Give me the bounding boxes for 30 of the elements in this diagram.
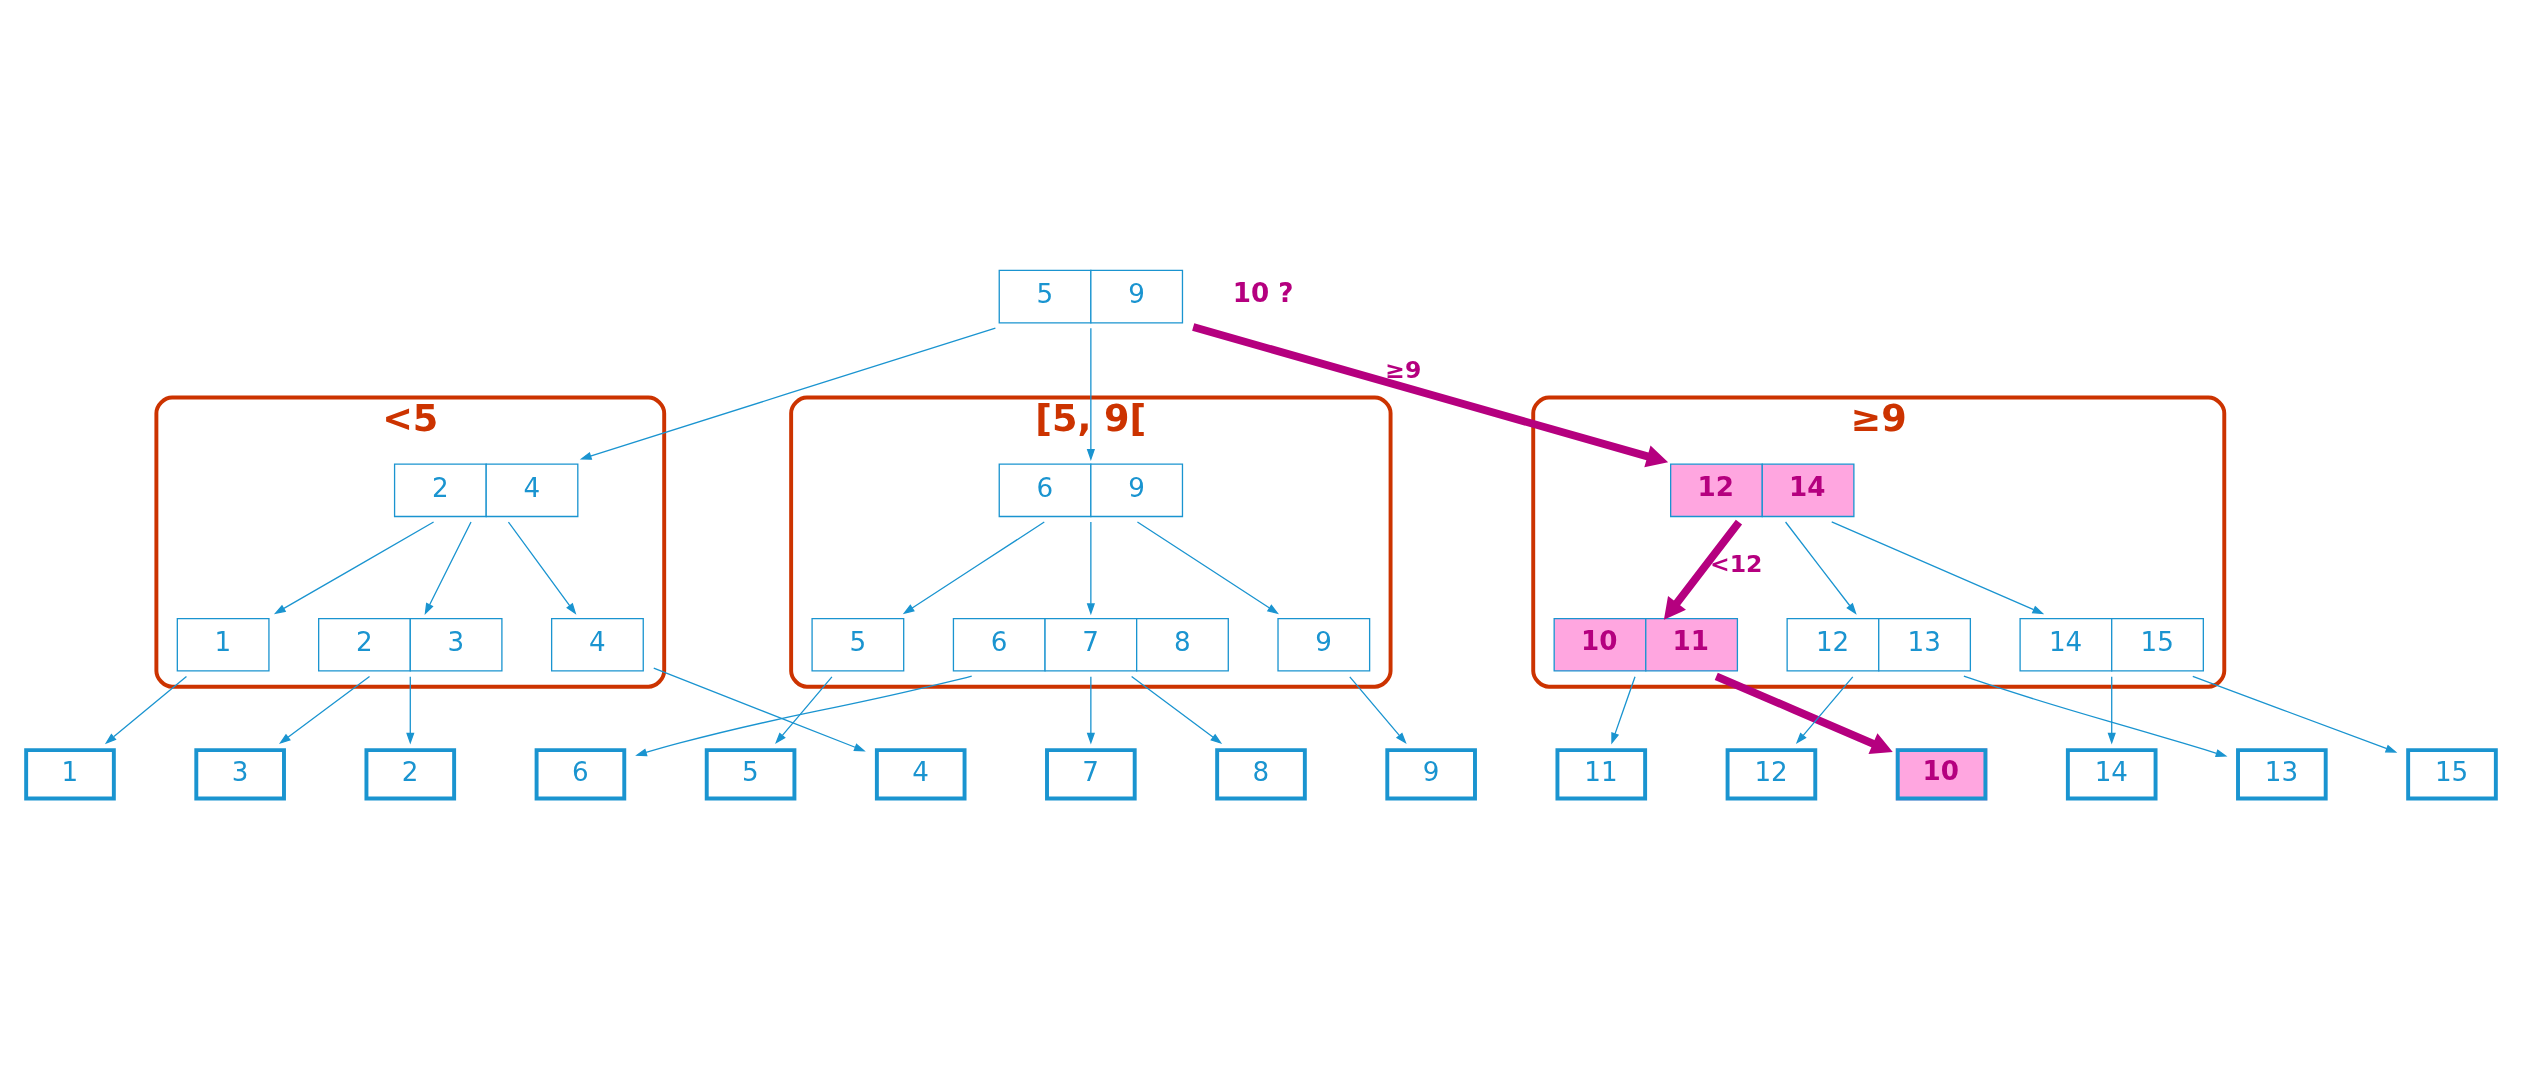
arrow — [278, 675, 371, 745]
node-text: 6 7 8 — [990, 627, 1191, 658]
arrow — [507, 521, 577, 615]
arrow — [1963, 675, 2228, 758]
arrow — [104, 675, 188, 745]
arrow — [902, 521, 1045, 615]
arrow — [1611, 676, 1636, 745]
arrow — [653, 667, 866, 752]
arrow — [273, 521, 435, 615]
arrow — [1784, 521, 1857, 615]
arrow — [406, 676, 415, 745]
edge-label: ≥9 — [1385, 356, 1422, 385]
arrow — [2192, 675, 2398, 753]
label: 10 ? — [1232, 277, 1294, 308]
arrow — [1349, 676, 1407, 745]
arrow — [775, 676, 833, 745]
arrow — [1714, 672, 1893, 754]
arrow — [2107, 676, 2116, 745]
arrow — [1086, 327, 1095, 461]
arrow — [1192, 323, 1669, 468]
arrow — [1136, 521, 1279, 615]
arrow — [424, 521, 472, 615]
arrow — [1086, 676, 1095, 745]
arrow — [1795, 676, 1854, 745]
edge-label: <12 — [1709, 550, 1763, 579]
arrow — [1663, 519, 1743, 620]
arrow — [1086, 521, 1095, 616]
arrow — [1130, 675, 1223, 745]
arrow — [579, 327, 997, 460]
arrow — [1831, 521, 2045, 615]
